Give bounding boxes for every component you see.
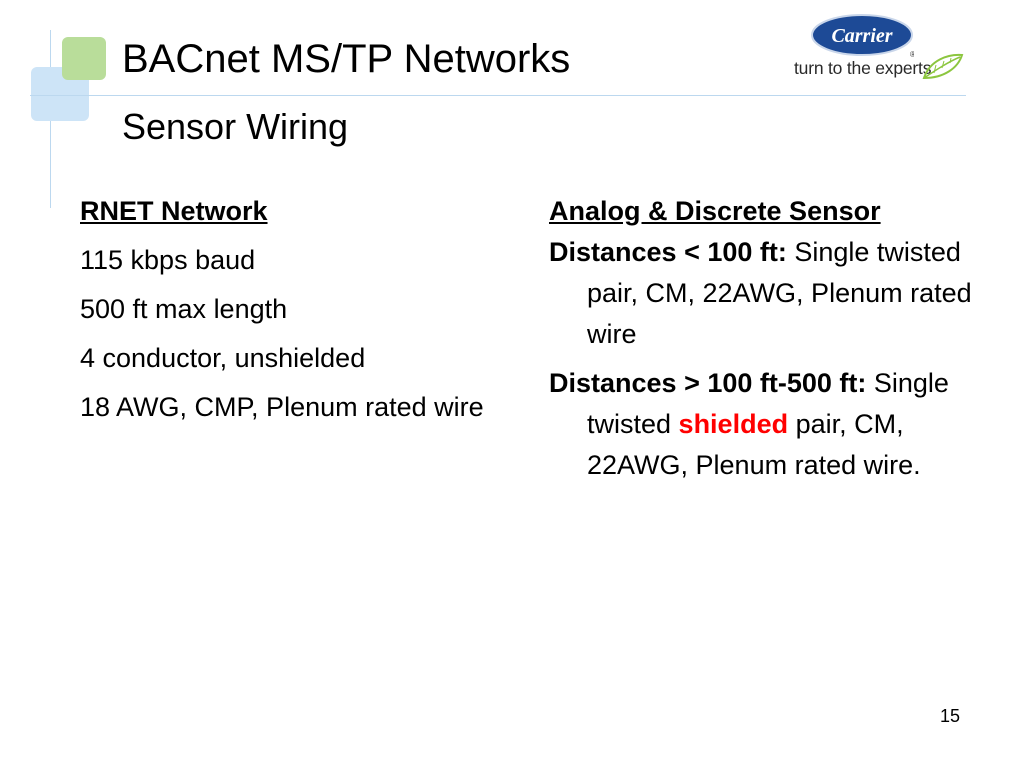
carrier-logo: Carrier ® turn to the experts [790, 10, 970, 86]
left-column: RNET Network 115 kbps baud 500 ft max le… [80, 191, 500, 436]
slide-subtitle: Sensor Wiring [122, 106, 349, 147]
distance-short-label: Distances < 100 ft: [549, 237, 787, 267]
decorative-green-square [62, 37, 106, 80]
page-number: 15 [940, 706, 961, 726]
distance-long-text-after: pair, CM, 22AWG, Plenum rated wire. [587, 409, 921, 480]
logo-brand-text: Carrier [831, 25, 892, 47]
list-item: 4 conductor, unshielded [80, 343, 366, 373]
right-column: Analog & Discrete Sensor Distances < 100… [549, 191, 989, 494]
leaf-icon [922, 53, 964, 80]
title-divider-line [30, 95, 966, 96]
list-item: 500 ft max length [80, 294, 288, 324]
distance-long-text-before: Single twisted [587, 368, 949, 439]
shielded-highlight: shielded [678, 409, 789, 439]
distance-short-text: Single twisted pair, CM, 22AWG, Plenum r… [587, 237, 972, 349]
rnet-network-heading: RNET Network [80, 196, 268, 226]
carrier-oval-icon: Carrier ® [811, 14, 914, 57]
distance-long-label: Distances > 100 ft-500 ft: [549, 368, 867, 398]
list-item: 18 AWG, CMP, Plenum rated wire [80, 392, 484, 422]
analog-discrete-sensor-heading: Analog & Discrete Sensor [549, 196, 881, 226]
distance-short-item: Distances < 100 ft: Single twisted pair,… [549, 232, 989, 355]
registered-mark: ® [910, 50, 914, 57]
slide-title: BACnet MS/TP Networks [122, 37, 571, 81]
list-item: 115 kbps baud [80, 245, 256, 275]
logo-tagline: turn to the experts [794, 58, 932, 78]
distance-long-item: Distances > 100 ft-500 ft: Single twiste… [549, 363, 989, 486]
